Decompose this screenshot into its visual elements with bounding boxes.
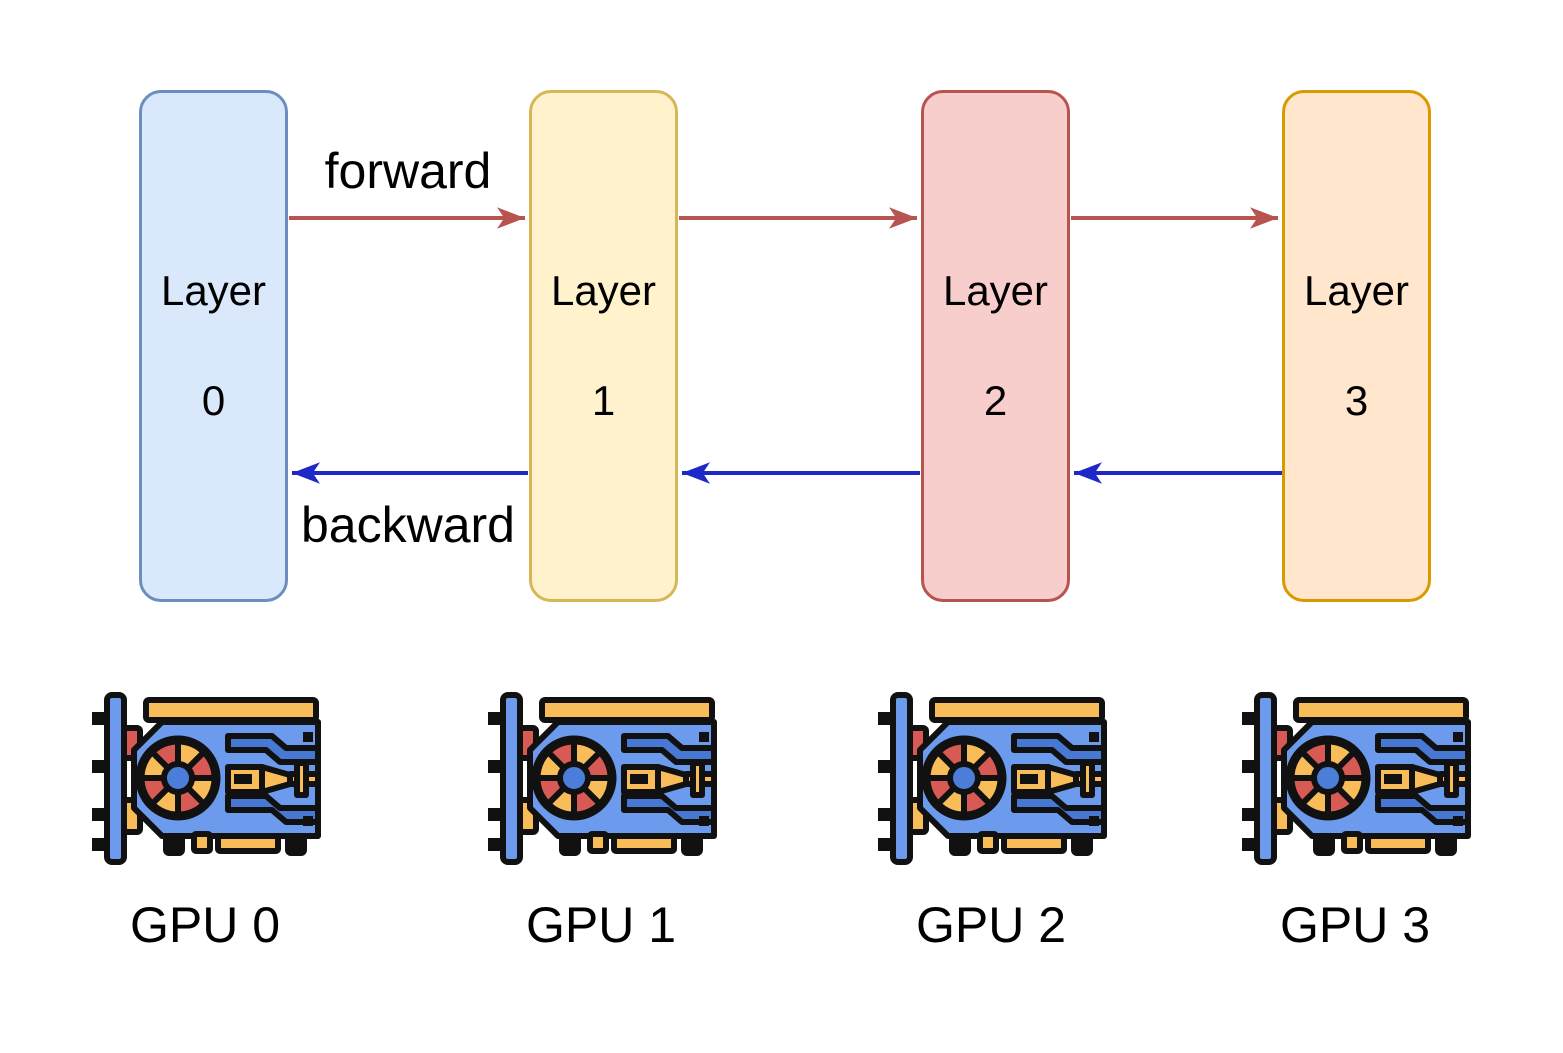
layer-0-name: Layer bbox=[160, 266, 267, 314]
layer-3-name: Layer bbox=[1303, 266, 1410, 314]
layer-1-name: Layer bbox=[550, 266, 657, 314]
gpu-card-icon bbox=[82, 690, 328, 868]
gpu-1-label: GPU 1 bbox=[525, 897, 677, 953]
layer-3-number: 3 bbox=[1344, 377, 1369, 424]
forward-label: forward bbox=[324, 143, 492, 199]
layer-box-1: Layer 1 bbox=[529, 90, 678, 602]
gpu-card-icon bbox=[868, 690, 1114, 868]
layer-box-3: Layer 3 bbox=[1282, 90, 1431, 602]
gpu-card-icon bbox=[1232, 690, 1478, 868]
gpu-card-icon bbox=[478, 690, 724, 868]
layer-1-number: 1 bbox=[591, 377, 616, 424]
gpu-3-group bbox=[1232, 690, 1478, 868]
gpu-2-label: GPU 2 bbox=[915, 897, 1067, 953]
gpu-1-group bbox=[478, 690, 724, 868]
layer-2-name: Layer bbox=[942, 266, 1049, 314]
layer-box-0: Layer 0 bbox=[139, 90, 288, 602]
layer-2-number: 2 bbox=[983, 377, 1008, 424]
gpu-0-label: GPU 0 bbox=[129, 897, 281, 953]
layer-box-2: Layer 2 bbox=[921, 90, 1070, 602]
gpu-2-group bbox=[868, 690, 1114, 868]
layer-0-number: 0 bbox=[201, 377, 226, 424]
gpu-0-group bbox=[82, 690, 328, 868]
gpu-3-label: GPU 3 bbox=[1279, 897, 1431, 953]
backward-label: backward bbox=[301, 497, 515, 553]
